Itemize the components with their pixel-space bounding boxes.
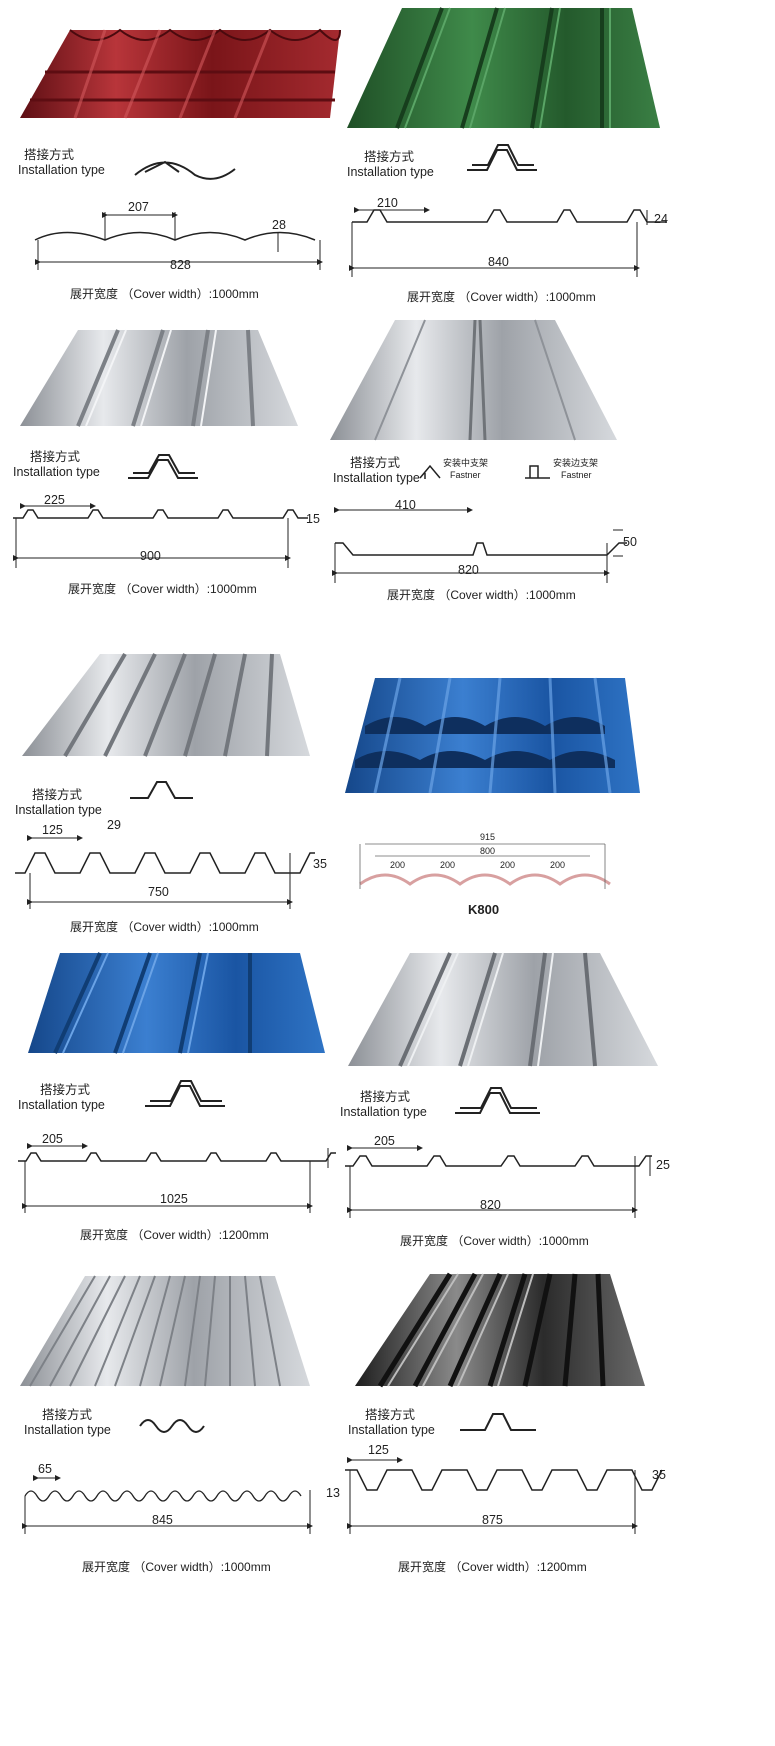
dim-height: 15 [306,512,320,526]
cover-width-text: 展开宽度 （Cover width）:1200mm [80,1228,269,1242]
panel-silver-deep: 搭接方式 Installation type 125 29 35 750 展开宽… [10,648,350,943]
dim-width: 875 [482,1513,503,1527]
panel-silver-standing: 搭接方式 Installation type 安装中支架 Fastner 安装边… [325,318,705,618]
red-tile-sheet-image [20,28,341,270]
dim-height: 50 [623,535,637,549]
dim-pitch: 125 [368,1443,389,1457]
install-label-en: Installation type [13,465,100,479]
dim-pitch: 125 [42,823,63,837]
install-label-cn: 搭接方式 [365,1408,416,1422]
dim-width: 900 [140,549,161,563]
dim-width: 750 [148,885,169,899]
dim-pitch: 205 [42,1132,63,1146]
cover-width-text: 展开宽度 （Cover width）:1000mm [82,1560,271,1574]
cover-width-text: 展开宽度 （Cover width）:1000mm [387,588,576,602]
install-label-cn: 搭接方式 [40,1083,91,1097]
dim-width: 828 [170,258,191,272]
dark-deep-image [345,1272,663,1534]
dim-width: 820 [458,563,479,577]
standing-seam-image [330,319,627,583]
cover-width-text: 展开宽度 （Cover width）:1000mm [70,920,259,934]
fastener-edge-en: Fastner [561,470,592,480]
panel-dark-deep: 搭接方式 Installation type 125 35 875 展开宽度 （… [340,1268,680,1746]
panel-red-tile: 搭接方式 Installation type 207 28 828 展开宽度 （… [10,0,350,310]
install-label-en: Installation type [24,1423,111,1437]
panel-blue-tile: 915 800 200 200 200 200 K800 [340,648,680,943]
dim-pitch-2: 200 [440,860,456,870]
install-label-cn: 搭接方式 [32,788,83,802]
model-label: K800 [468,902,500,917]
install-label-en: Installation type [15,803,102,817]
dim-height: 28 [272,218,286,232]
install-label-cn: 搭接方式 [350,456,401,470]
install-label-en: Installation type [333,471,420,485]
dim-height: 13 [326,1486,340,1500]
install-label-cn: 搭接方式 [360,1090,411,1104]
dim-pitch-1: 200 [390,860,406,870]
dim-pitch: 207 [128,200,149,214]
panel-silver-corr: 搭接方式 Installation type 65 13 845 展开宽度 （C… [10,1268,350,1746]
cover-width-text: 展开宽度 （Cover width）:1200mm [398,1560,587,1574]
install-label-cn: 搭接方式 [30,450,81,464]
install-label-en: Installation type [340,1105,427,1119]
dim-height: 35 [652,1468,666,1482]
dim-height: 25 [656,1158,670,1172]
dim-height: 35 [313,857,327,871]
corrugated-image [20,1275,313,1534]
dim-effective: 800 [480,846,496,856]
dim-top: 29 [107,818,121,832]
dim-width: 820 [480,1198,501,1212]
dim-pitch: 65 [38,1462,52,1476]
fastener-edge-cn: 安装边支架 [553,458,599,468]
dim-pitch: 205 [374,1134,395,1148]
dim-pitch-3: 200 [500,860,516,870]
dim-pitch: 410 [395,498,416,512]
dim-height: 24 [654,212,668,226]
dim-pitch: 225 [44,493,65,507]
fastener-mid-cn: 安装中支架 [443,458,489,468]
cover-width-text: 展开宽度 （Cover width）:1000mm [400,1234,589,1248]
install-label-cn: 搭接方式 [364,150,415,164]
dim-overall: 915 [480,832,496,842]
install-label-cn: 搭接方式 [24,148,75,162]
install-label-cn: 搭接方式 [42,1408,93,1422]
silver-trap2-image [345,952,658,1218]
dim-pitch: 210 [377,196,398,210]
panel-silver-trap2: 搭接方式 Installation type 205 25 820 展开宽度 （… [340,948,680,1248]
install-label-en: Installation type [347,165,434,179]
install-label-en: Installation type [348,1423,435,1437]
blue-tile-image [345,677,640,889]
panel-blue-trap: 搭接方式 Installation type 205 1025 展开宽度 （Co… [10,948,350,1248]
install-label-en: Installation type [18,1098,105,1112]
dim-width: 840 [488,255,509,269]
blue-trap-image [18,952,336,1213]
deep-trap-image [15,652,315,909]
cover-width-text: 展开宽度 （Cover width）:1000mm [407,290,596,304]
cover-width-text: 展开宽度 （Cover width）:1000mm [68,582,257,596]
cover-width-text: 展开宽度 （Cover width）:1000mm [70,287,259,301]
dim-width: 845 [152,1513,173,1527]
panel-green-trap: 搭接方式 Installation type 210 24 840 展开宽度 （… [342,0,682,310]
silver-sheet-image [13,329,308,568]
dim-width: 1025 [160,1192,188,1206]
dim-pitch-4: 200 [550,860,566,870]
green-sheet-image [347,7,667,277]
install-label-en: Installation type [18,163,105,177]
fastener-mid-en: Fastner [450,470,481,480]
panel-silver-trap: 搭接方式 Installation type 225 15 900 展开宽度 （… [8,318,348,618]
